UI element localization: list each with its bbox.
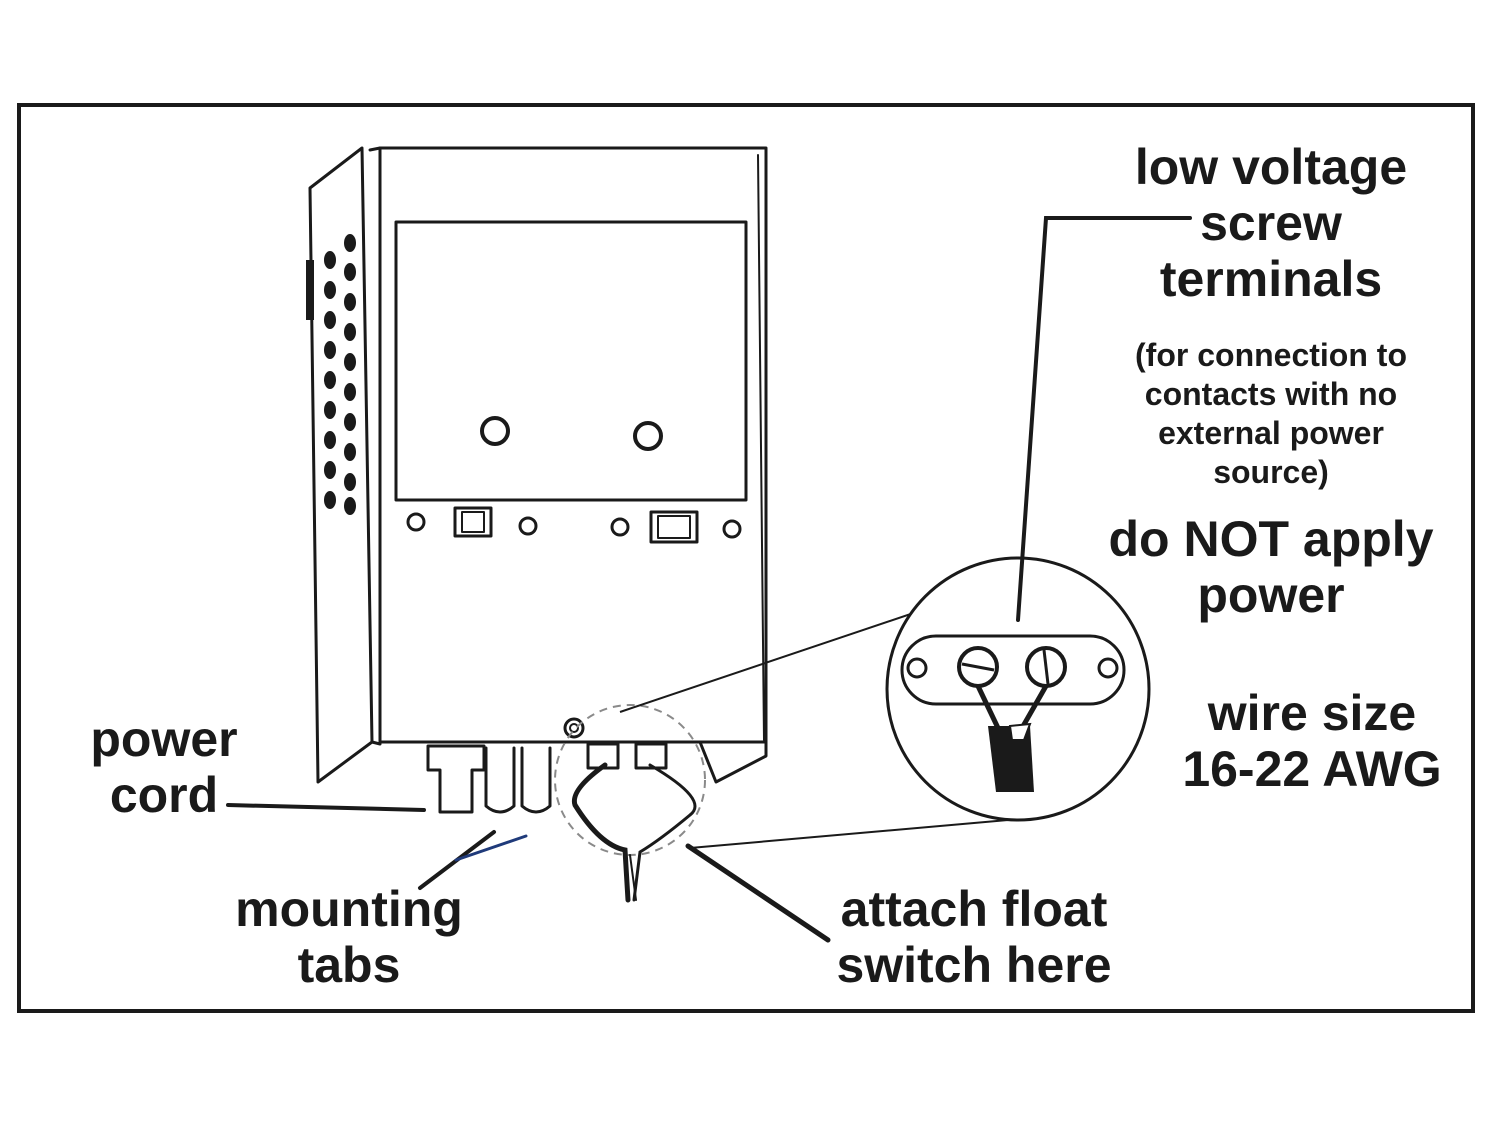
power-cord-leader [226, 803, 426, 812]
vent-holes [306, 234, 356, 515]
terminals-label-line-1: low voltage [1134, 139, 1408, 195]
mounting-tab-2 [520, 746, 552, 814]
note-line-2: contacts with no [1144, 376, 1398, 413]
float-switch-line-1: attach float [840, 881, 1108, 937]
magnified-terminals [885, 556, 1151, 822]
switch-right [649, 510, 699, 544]
wire-size-line-2: 16-22 AWG [1182, 741, 1442, 797]
terminals-label-line-2: screw [1200, 195, 1342, 251]
terminals-leader [1016, 216, 1192, 622]
power-cord-label: power cord [72, 714, 256, 820]
mounting-tabs-line-1: mounting [235, 881, 463, 937]
warning-line-2: power [1197, 567, 1345, 623]
warning-line-1: do NOT apply [1108, 511, 1434, 567]
mounting-tabs-leader-2 [454, 834, 528, 862]
float-switch-leader [685, 843, 831, 943]
terminals-note: (for connection to contacts with no exte… [1110, 336, 1432, 492]
note-line-4: source) [1213, 454, 1329, 491]
wire-size-line-1: wire size [1207, 685, 1417, 741]
bottom-screw [563, 717, 585, 739]
terminals-label: low voltage screw terminals [1118, 142, 1424, 304]
float-switch-label: attach float switch here [812, 884, 1136, 990]
power-cord-line-1: power [90, 711, 238, 767]
note-line-3: external power [1158, 415, 1384, 452]
power-cord-line-2: cord [109, 767, 219, 823]
window-panel [394, 220, 748, 502]
power-cord-fitting [426, 744, 486, 814]
mounting-tab-1 [484, 746, 516, 814]
mounting-tabs-label: mounting tabs [222, 884, 476, 990]
warning-label: do NOT apply power [1096, 514, 1446, 620]
mounting-tabs-line-2: tabs [297, 937, 401, 993]
note-line-1: (for connection to [1135, 337, 1407, 373]
knob-right [633, 421, 663, 451]
diagram-frame [17, 103, 1475, 1013]
switch-left [453, 506, 493, 538]
wire-size-label: wire size 16-22 AWG [1162, 688, 1462, 794]
terminals-label-line-3: terminals [1159, 251, 1383, 307]
float-switch-line-2: switch here [836, 937, 1112, 993]
knob-left [480, 416, 510, 446]
side-panel [308, 146, 374, 784]
